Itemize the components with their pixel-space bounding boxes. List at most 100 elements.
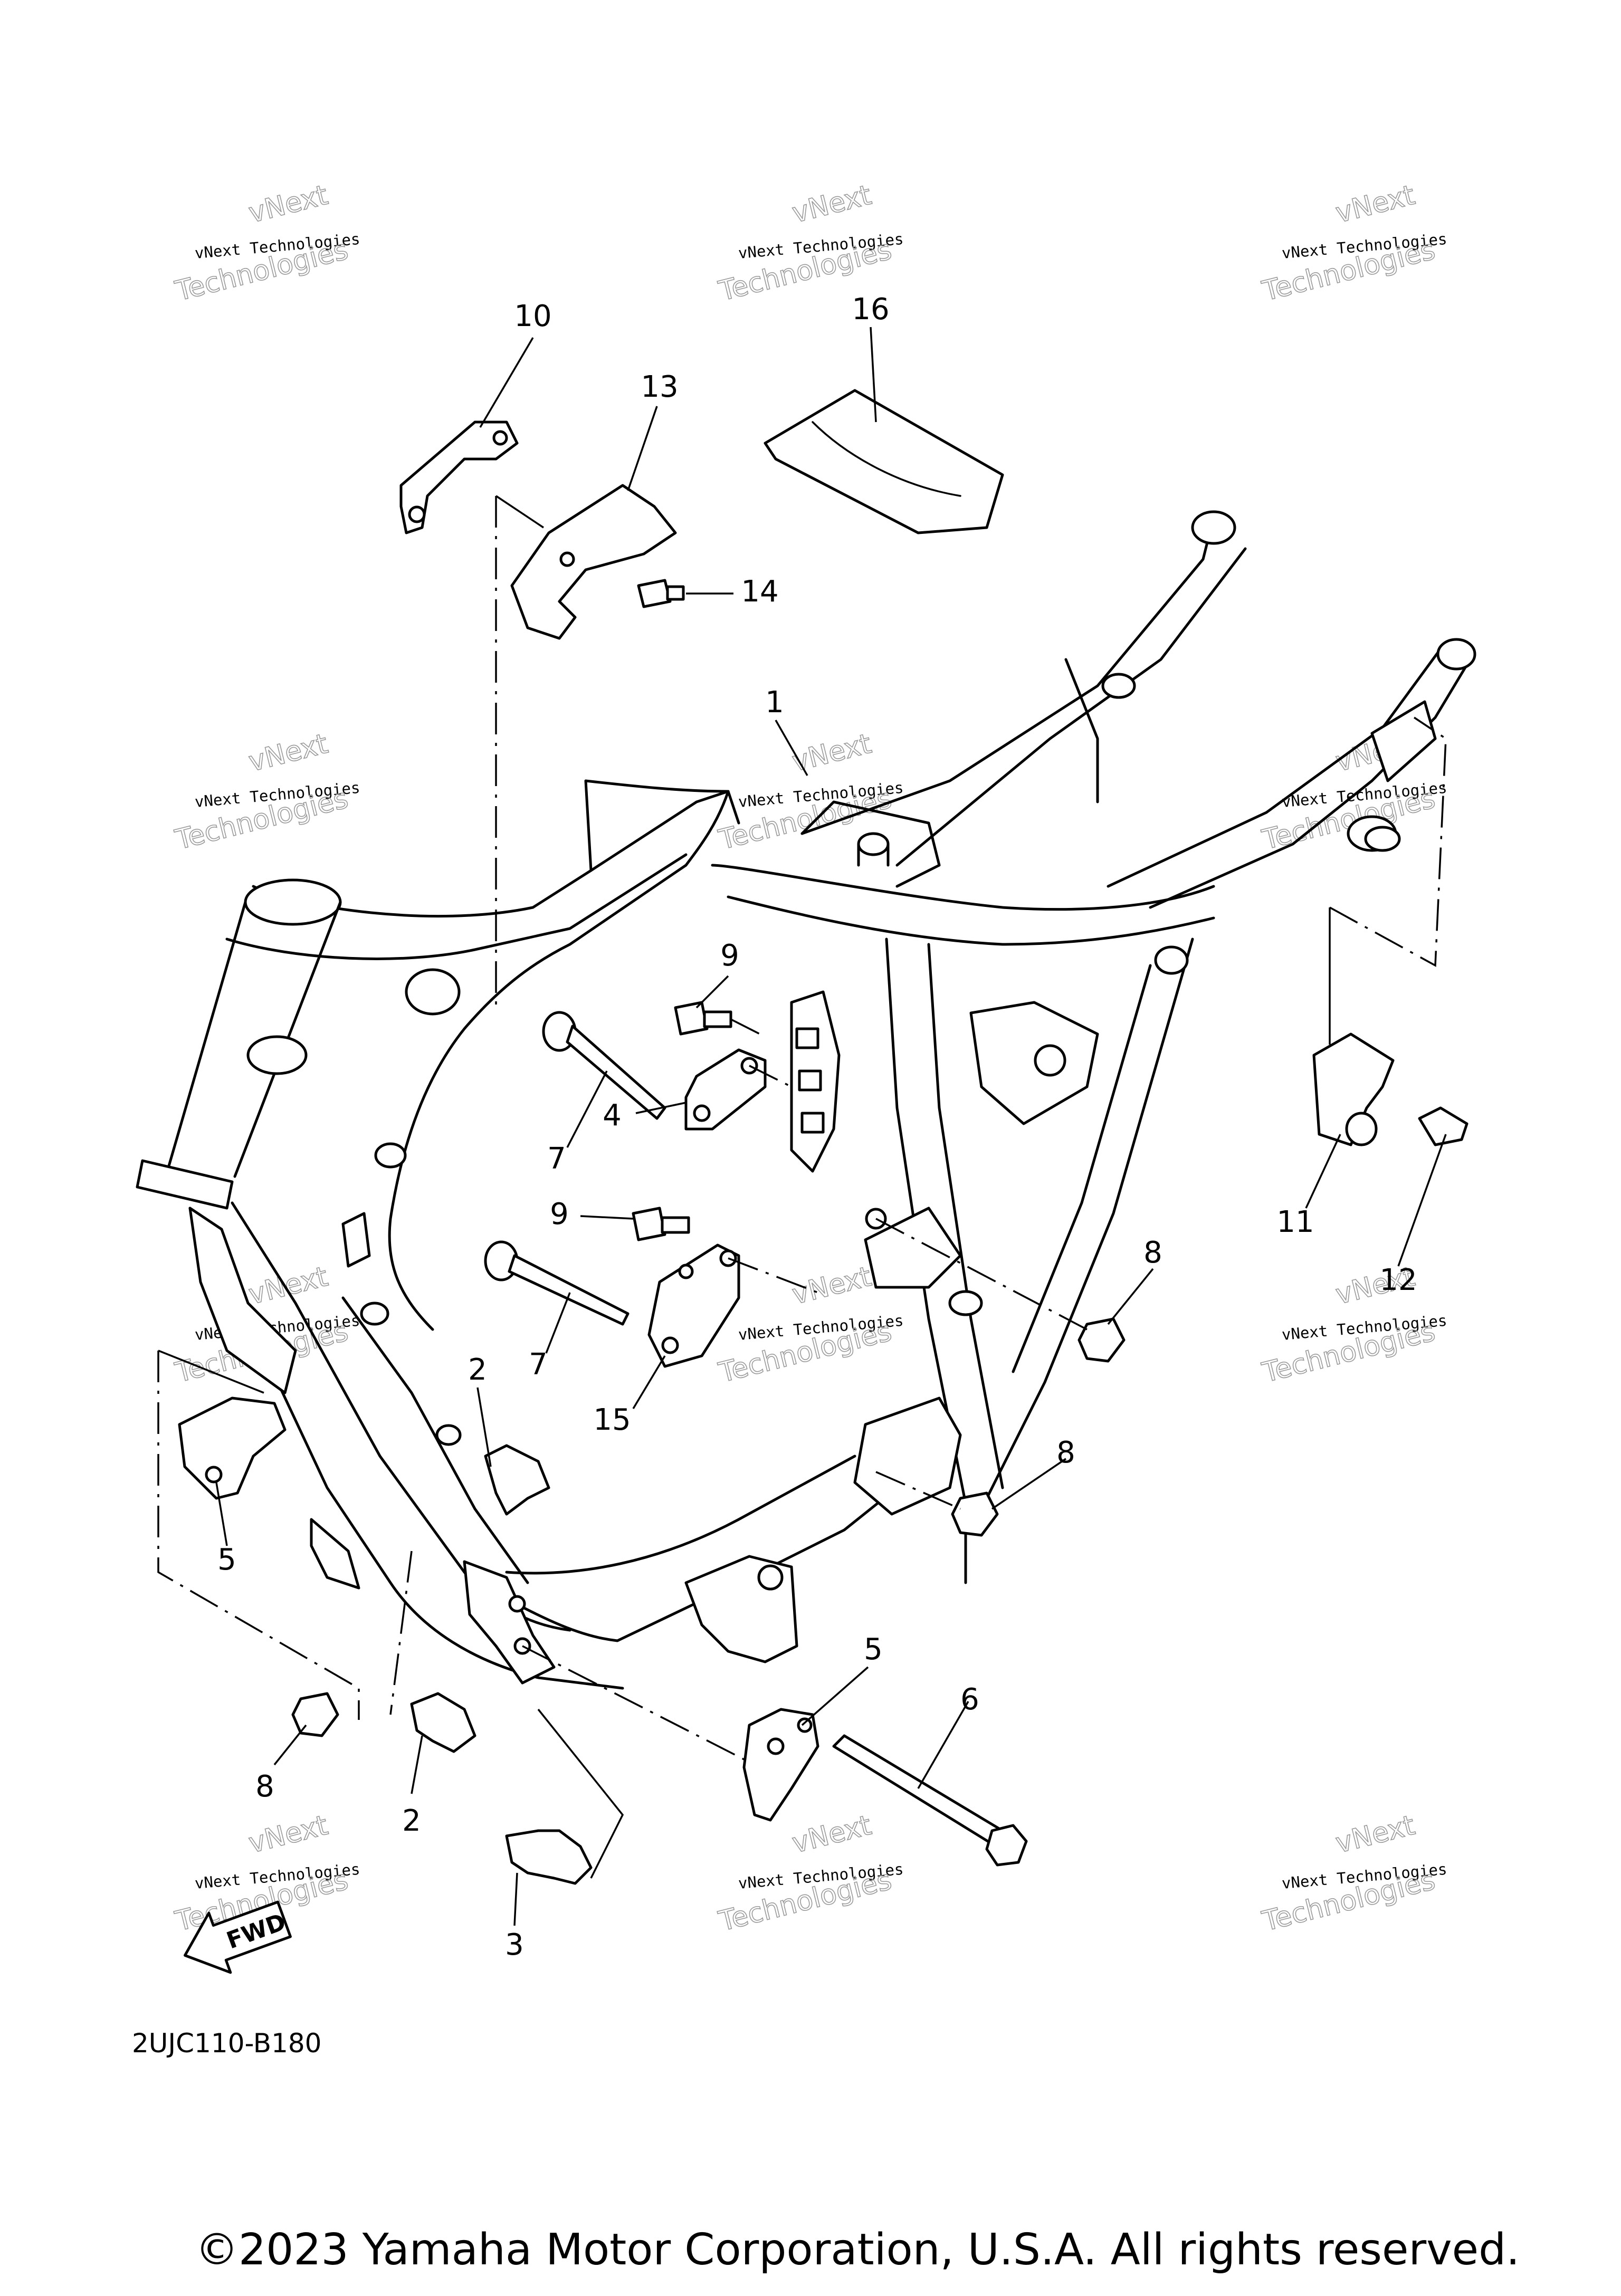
part-15-plate-hole bbox=[661, 1336, 679, 1354]
watermark: vNext Technologies vNext Technologies bbox=[1258, 1260, 1447, 1390]
subframe-right-end bbox=[1436, 638, 1476, 671]
part-12-bolt bbox=[1418, 1106, 1469, 1146]
ref-line-to-8-mid bbox=[875, 1471, 961, 1510]
callout-leaders bbox=[215, 327, 1447, 1926]
frame-left-boss bbox=[405, 968, 461, 1016]
leader-12 bbox=[1397, 1134, 1447, 1267]
diagram-code: 2UJC110-B180 bbox=[132, 2028, 322, 2059]
frame-top-collar-side bbox=[857, 843, 890, 867]
subframe-right-plate bbox=[1370, 700, 1437, 782]
callout-7-lower: 7 bbox=[529, 1347, 548, 1382]
part-10-bracket-hole bbox=[492, 430, 508, 446]
callout-9-upper: 9 bbox=[720, 939, 739, 973]
frame-right-peg-3 bbox=[948, 1290, 983, 1316]
frame-assembly bbox=[136, 510, 1476, 1690]
part-13-bracket-hole bbox=[559, 551, 575, 567]
leader-5-right bbox=[801, 1666, 869, 1726]
frame-down-tube-lower bbox=[341, 1296, 529, 1584]
watermark-big-text-1: vNext bbox=[1332, 179, 1418, 229]
leader-8-middle bbox=[991, 1458, 1066, 1510]
part-2-clip-lower bbox=[410, 1692, 476, 1753]
part-5-bracket-right-hole bbox=[767, 1737, 785, 1755]
frame-subframe-upper-2 bbox=[895, 547, 1247, 867]
callout-9-lower: 9 bbox=[550, 1197, 569, 1231]
frame-right-peg bbox=[1364, 826, 1401, 852]
part-7-bolt-lower bbox=[484, 1240, 630, 1326]
part-14-bolt-shank bbox=[666, 585, 685, 601]
leader-1 bbox=[775, 720, 808, 776]
frame-mid-bracket bbox=[864, 1207, 962, 1289]
frame-tank-top-panel bbox=[584, 779, 740, 872]
part-9-bolt-shank bbox=[661, 1216, 690, 1234]
leader-2-lower bbox=[411, 1735, 423, 1794]
callout-8-right: 8 bbox=[1143, 1236, 1162, 1270]
frame-rear-down-2 bbox=[1012, 964, 1152, 1373]
part-7-bolt-shank bbox=[566, 1025, 666, 1120]
ref-line-10-box bbox=[495, 495, 544, 529]
frame-left-slot bbox=[341, 1212, 371, 1268]
part-16-cover-pad-crease bbox=[812, 421, 961, 497]
frame-right-peg-2 bbox=[1154, 945, 1189, 975]
frame-cradle-front-bracket bbox=[463, 1560, 556, 1685]
callout-8-left: 8 bbox=[255, 1769, 274, 1804]
frame-top-collar bbox=[857, 832, 890, 856]
watermark: vNext Technologies vNext Technologies bbox=[1258, 179, 1447, 308]
watermark: vNext Technologies vNext Technologies bbox=[171, 179, 360, 308]
leader-10 bbox=[479, 337, 534, 428]
leader-7-upper bbox=[566, 1070, 608, 1148]
callout-13: 13 bbox=[641, 370, 678, 404]
part-2-clip-upper bbox=[484, 1444, 550, 1516]
part-9-bolt-head bbox=[632, 1207, 666, 1241]
part-3-clip bbox=[505, 1829, 593, 1885]
callout-11: 11 bbox=[1276, 1205, 1314, 1239]
ref-line-11 bbox=[1329, 716, 1447, 967]
callout-2-upper: 2 bbox=[468, 1353, 487, 1387]
callout-7-upper: 7 bbox=[547, 1142, 566, 1176]
callout-16: 16 bbox=[852, 292, 889, 327]
leader-6 bbox=[917, 1701, 969, 1789]
part-5-bracket-right-hole bbox=[797, 1717, 813, 1733]
part-16-cover-pad bbox=[764, 389, 1004, 534]
part-8-nut-right bbox=[1078, 1317, 1126, 1363]
leader-11 bbox=[1305, 1134, 1341, 1209]
frame-front-gusset-2 bbox=[310, 1518, 360, 1590]
ref-line-to-4 bbox=[749, 1065, 792, 1088]
part-6-bolt-head bbox=[985, 1824, 1028, 1867]
leader-9-upper bbox=[695, 975, 729, 1009]
frame-tank-plate-outline bbox=[388, 790, 730, 1331]
part-5-bracket-left bbox=[178, 1396, 287, 1500]
callout-14: 14 bbox=[741, 575, 778, 609]
callout-12: 12 bbox=[1379, 1263, 1417, 1297]
ref-line-3 bbox=[537, 1708, 624, 1879]
part-11-bracket bbox=[1312, 1032, 1395, 1146]
frame-cradle-bottom-inner bbox=[505, 1455, 856, 1575]
frame-left-boss-2 bbox=[374, 1142, 407, 1169]
part-9-bolt-upper bbox=[674, 1001, 732, 1036]
callout-8-middle: 8 bbox=[1056, 1436, 1075, 1470]
leader-8-right bbox=[1107, 1268, 1154, 1325]
ref-line-5-left-top bbox=[158, 1350, 264, 1394]
callout-4: 4 bbox=[603, 1098, 622, 1133]
watermark-big-text-1: vNext bbox=[245, 179, 331, 229]
mount-nut bbox=[795, 1027, 819, 1049]
ref-line-9 bbox=[730, 1018, 760, 1035]
part-10-bracket bbox=[399, 420, 519, 534]
part-14-bolt bbox=[637, 579, 672, 608]
steering-head-boss bbox=[246, 1035, 308, 1075]
part-8-nut-left bbox=[291, 1692, 339, 1737]
leader-9-lower bbox=[580, 1215, 634, 1220]
part-9-bolt-head bbox=[674, 1001, 709, 1036]
callout-5-right: 5 bbox=[864, 1632, 883, 1667]
subframe-upper-end bbox=[1191, 510, 1236, 545]
callout-3: 3 bbox=[505, 1928, 524, 1962]
part-7-bolt-shank bbox=[508, 1254, 630, 1326]
frame-left-boss-3 bbox=[360, 1302, 389, 1326]
leader-5-left bbox=[215, 1482, 228, 1546]
leader-7-lower bbox=[545, 1292, 571, 1354]
frame-rear-down-1 bbox=[980, 937, 1194, 1510]
watermark-big-text-1: vNext bbox=[245, 728, 331, 778]
watermark-big-text-1: vNext bbox=[1332, 1810, 1418, 1860]
part-5-bracket-left-hole bbox=[205, 1466, 223, 1484]
subframe-hole bbox=[1101, 673, 1136, 699]
